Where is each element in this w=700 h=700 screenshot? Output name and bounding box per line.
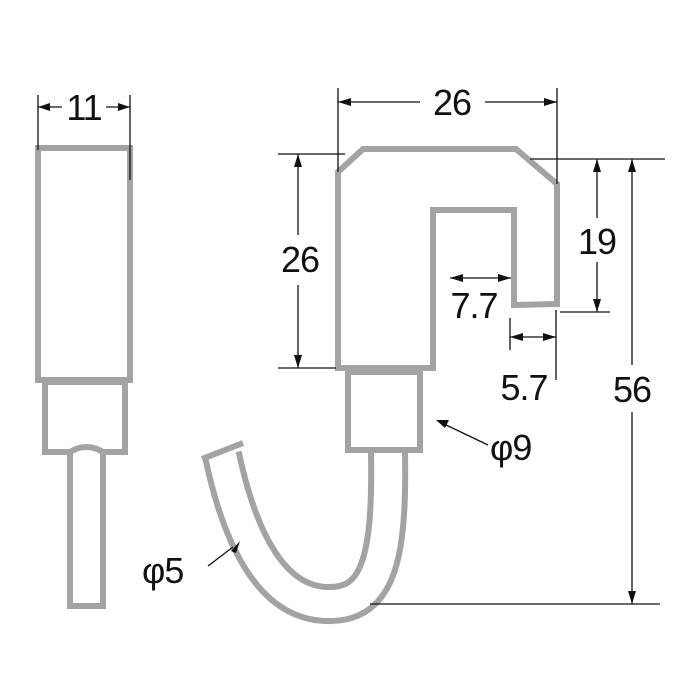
hook-body [335, 146, 560, 371]
dim-slot-width: 7.7 [450, 285, 497, 326]
dim-opening-height: 19 [578, 221, 616, 262]
dim-collar-diameter: φ9 [490, 427, 531, 468]
front-view [200, 146, 560, 624]
dim-wire-diameter: φ5 [142, 550, 183, 591]
side-view [35, 145, 133, 609]
dim-overall-height: 56 [613, 369, 651, 410]
dim-tip-width: 5.7 [500, 367, 547, 408]
side-collar [42, 379, 128, 455]
dimension-lines [37, 88, 665, 605]
side-wire [67, 444, 106, 609]
collar [345, 369, 423, 453]
hook-wire-fill [208, 451, 403, 619]
side-body [35, 145, 133, 383]
dim-side-width: 11 [66, 87, 101, 128]
dim-hook-width: 26 [433, 82, 471, 123]
wire-end [200, 440, 245, 462]
dim-body-height: 26 [281, 239, 319, 280]
